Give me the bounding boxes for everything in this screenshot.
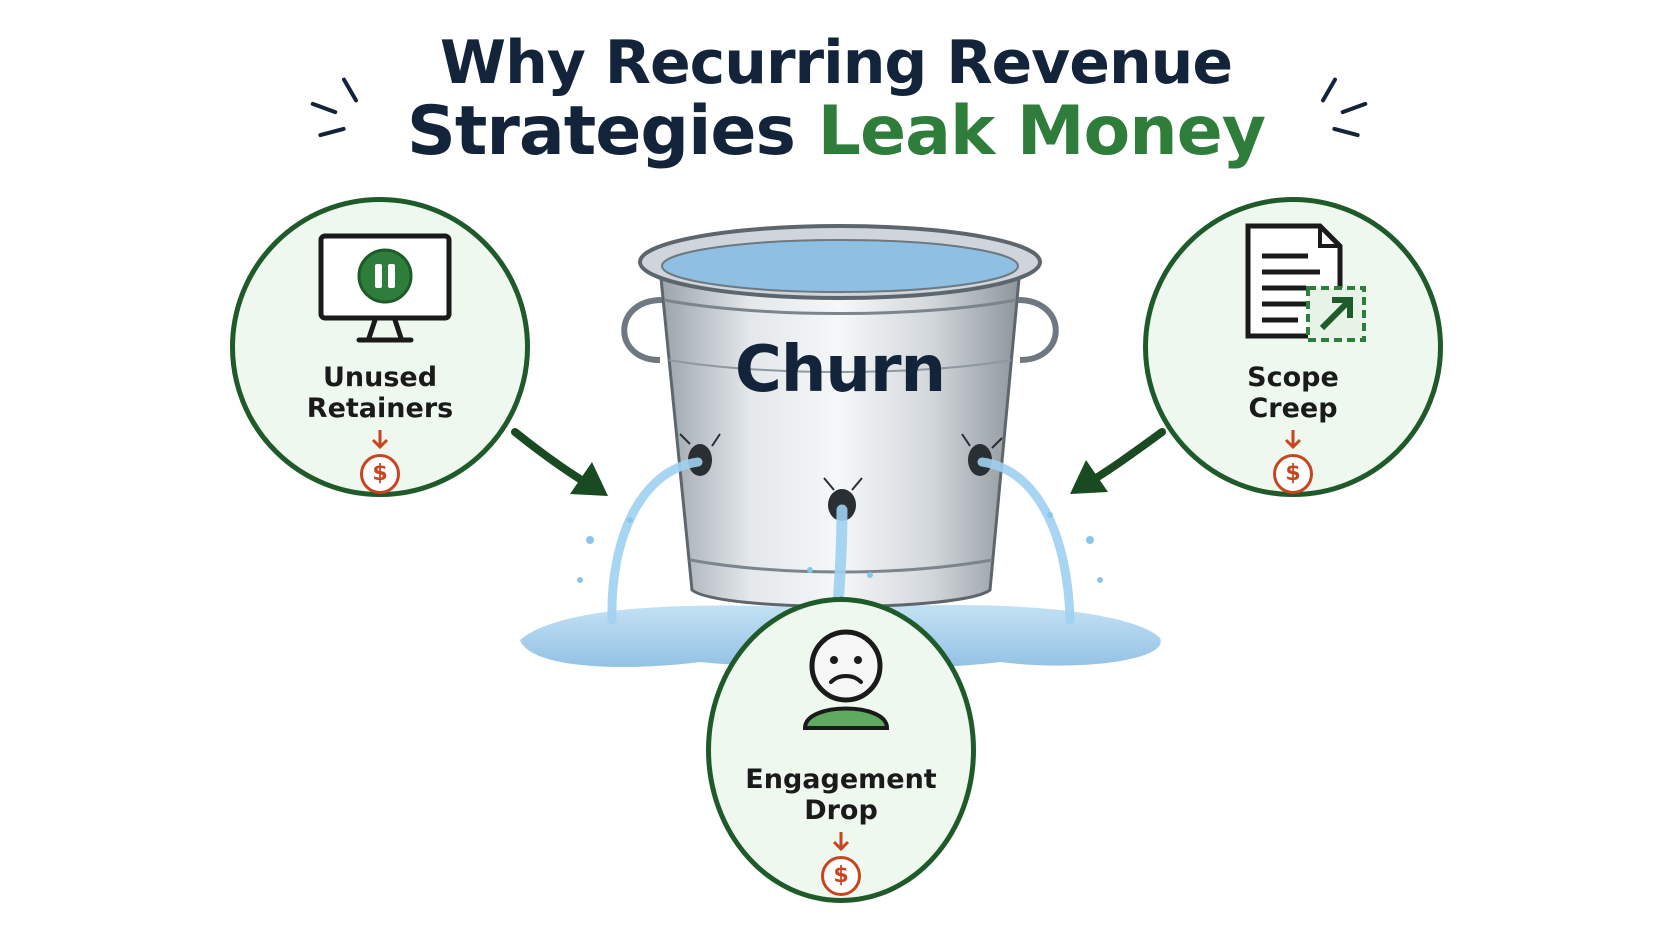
arrow-down-icon xyxy=(371,430,389,450)
expanding-document-icon xyxy=(1245,223,1366,342)
arrow-down-icon xyxy=(1284,430,1302,450)
title-dark-part: Strategies xyxy=(406,92,818,171)
dollar-loss-icon: $ xyxy=(1273,454,1313,494)
water-stream xyxy=(977,457,1075,625)
bucket-handle xyxy=(621,297,663,363)
water-stream xyxy=(607,457,703,625)
page-subtitle: Strategies Leak Money xyxy=(0,92,1672,171)
dollar-loss-icon: $ xyxy=(821,856,861,896)
bucket-label: Churn xyxy=(734,333,946,407)
title-accent-part: Leak Money xyxy=(817,92,1266,171)
dollar-loss-icon: $ xyxy=(360,454,400,494)
arrow-down-icon xyxy=(832,832,850,852)
pause-monitor-icon xyxy=(318,233,452,343)
page-title: Why Recurring Revenue xyxy=(439,28,1233,98)
sad-user-icon xyxy=(802,629,890,730)
